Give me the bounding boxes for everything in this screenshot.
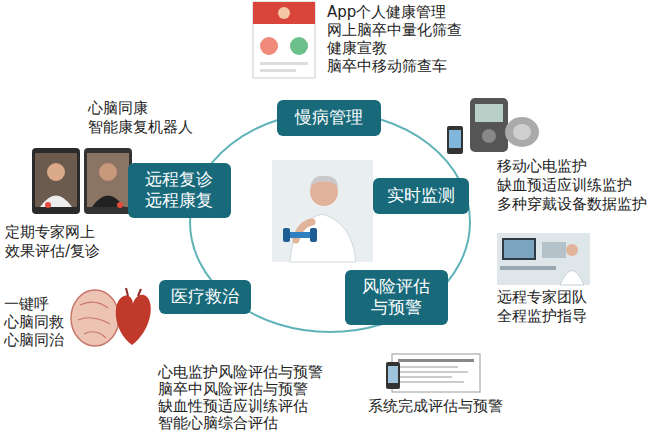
item-label: 移动心电监护 bbox=[497, 158, 587, 175]
process-box: 慢病管理 bbox=[277, 100, 381, 136]
item-label: 健康宣教 bbox=[327, 40, 387, 57]
item-label: 多种穿戴设备数据监护 bbox=[497, 196, 647, 213]
box-label: 实时监测 bbox=[387, 185, 455, 206]
item-label: 智能心脑综合评估 bbox=[158, 415, 278, 432]
item-label: 脑卒中风险评估与预警 bbox=[158, 381, 308, 398]
lab-photo bbox=[497, 233, 590, 285]
brain-heart-figure bbox=[71, 288, 151, 346]
item-label: 脑卒中移动筛查车 bbox=[327, 58, 447, 75]
item-label: 心脑同治 bbox=[4, 332, 64, 349]
process-box: 医疗救治 bbox=[159, 280, 251, 314]
item-label: 缺血预适应训练监护 bbox=[497, 177, 632, 194]
process-box: 远程复诊 远程康复 bbox=[128, 163, 231, 218]
item-label: 心脑同康 bbox=[88, 100, 148, 117]
item-label: 智能康复机器人 bbox=[88, 119, 193, 136]
box-label: 医疗救治 bbox=[171, 286, 239, 307]
item-label: App个人健康管理 bbox=[327, 4, 446, 21]
item-label: 心电监护风险评估与预警 bbox=[158, 364, 323, 381]
item-label: 网上脑卒中量化筛查 bbox=[327, 22, 462, 39]
item-label: 远程专家团队 bbox=[497, 289, 587, 306]
app-screenshot bbox=[253, 2, 315, 78]
process-box: 实时监测 bbox=[373, 178, 469, 214]
box-label: 远程复诊 远程康复 bbox=[140, 169, 218, 212]
item-label: 缺血性预适应训练评估 bbox=[158, 398, 308, 415]
center-photo bbox=[272, 160, 373, 262]
item-label: 心脑同救 bbox=[4, 314, 64, 331]
item-label: 系统完成评估与预警 bbox=[368, 398, 503, 415]
process-box: 风险评估 与预警 bbox=[345, 270, 448, 325]
item-label: 效果评估/复诊 bbox=[5, 243, 100, 260]
video-call-photo bbox=[32, 148, 132, 214]
item-label: 一键呼 bbox=[4, 296, 49, 313]
item-label: 定期专家网上 bbox=[5, 224, 95, 241]
box-label: 慢病管理 bbox=[295, 107, 363, 128]
report-document bbox=[386, 354, 480, 392]
device-photo bbox=[447, 98, 539, 154]
box-label: 风险评估 与预警 bbox=[357, 276, 435, 319]
item-label: 全程监护指导 bbox=[497, 308, 587, 325]
